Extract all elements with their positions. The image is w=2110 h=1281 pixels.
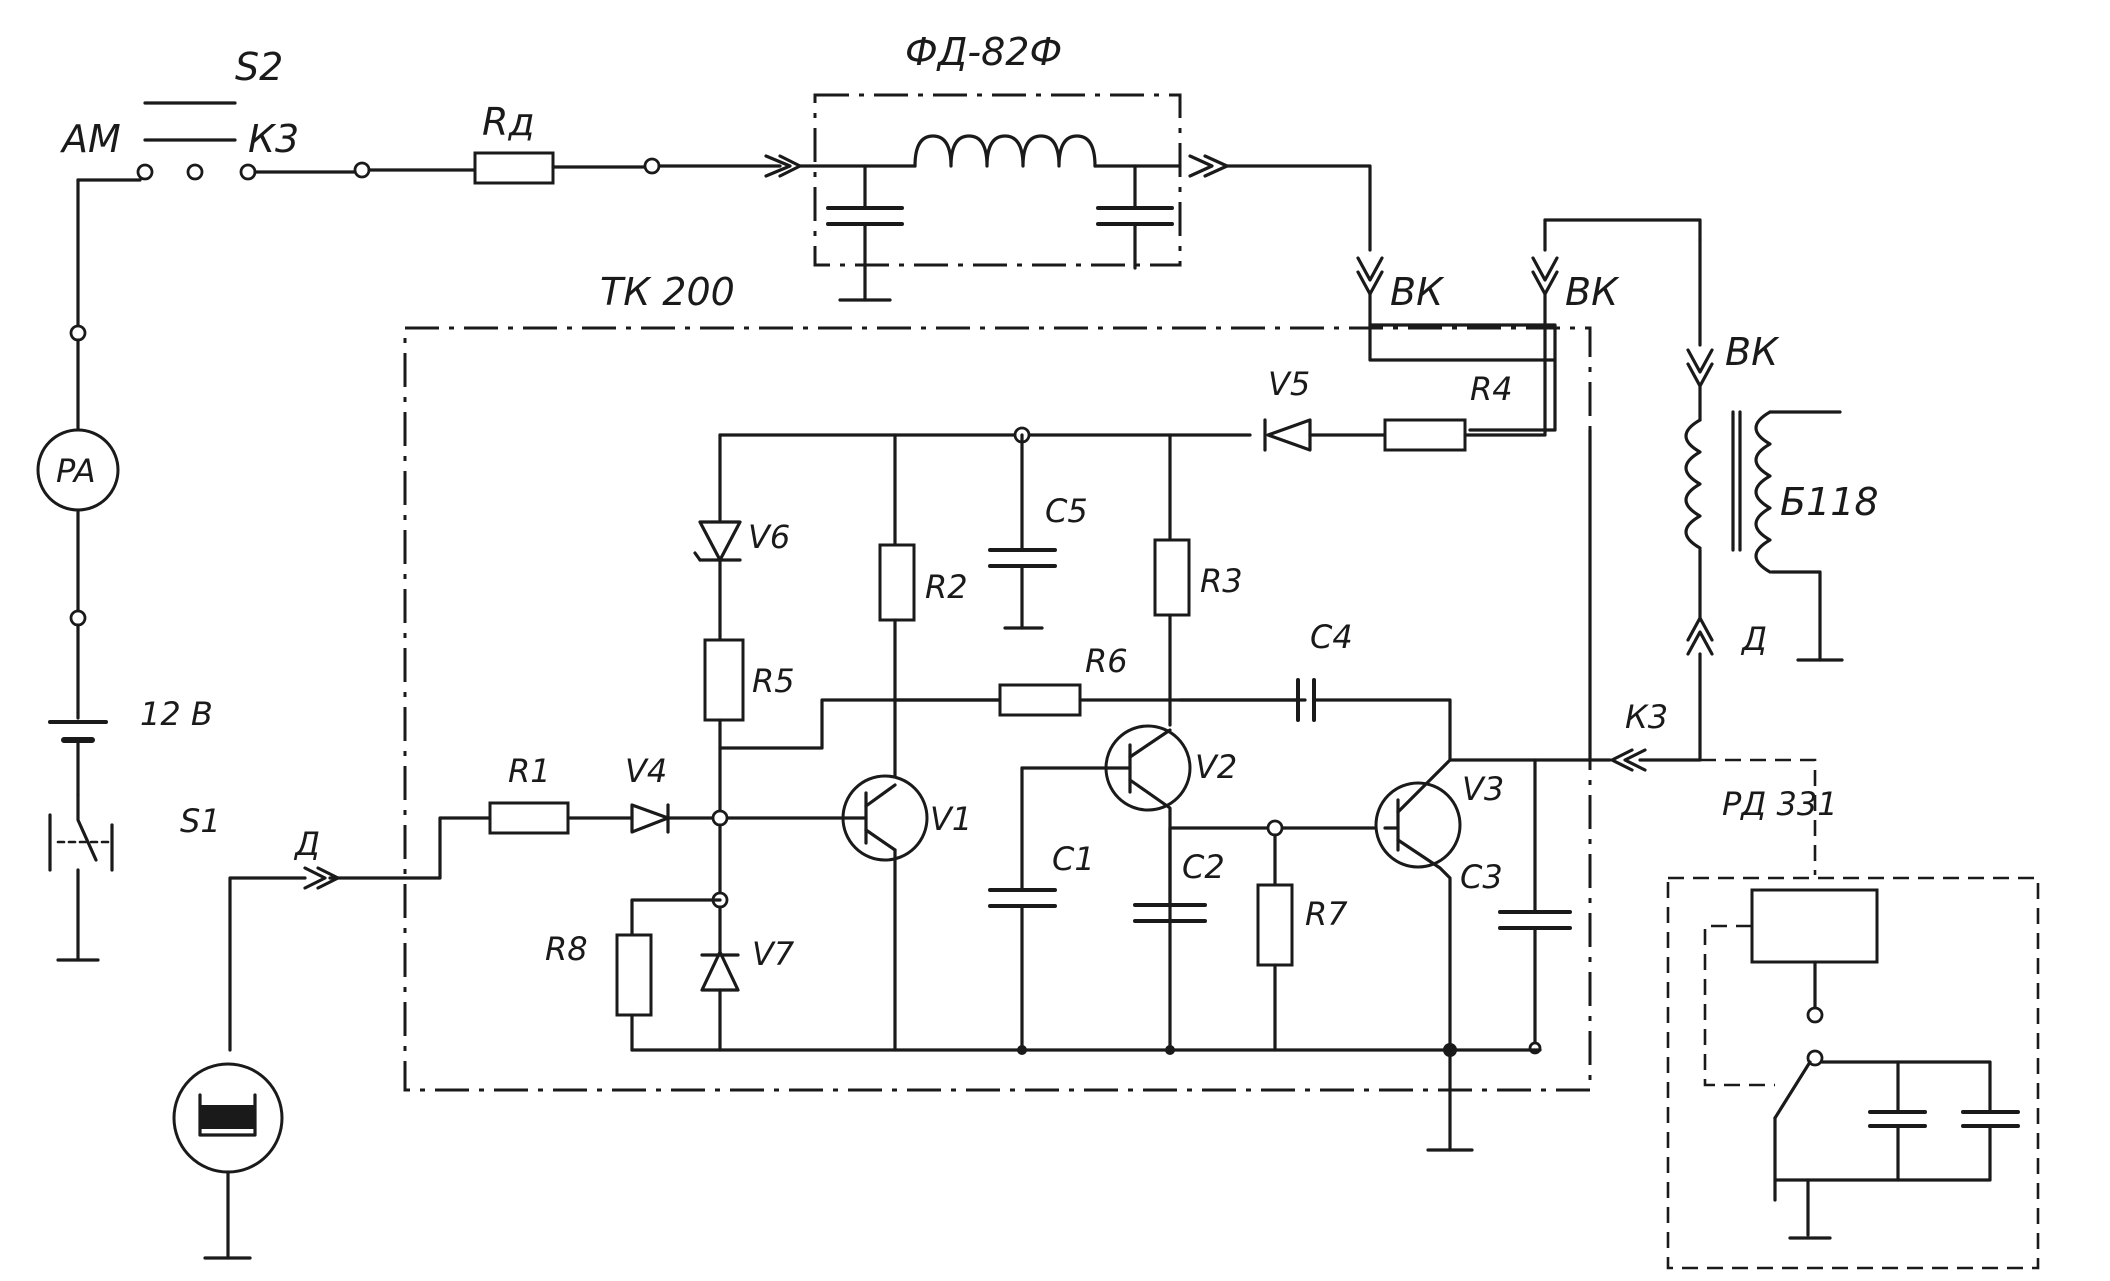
label-d-right: Д	[1740, 620, 1767, 658]
label-r6: R6	[1085, 642, 1128, 680]
label-c5: C5	[1045, 492, 1088, 530]
left-supply-chain	[36, 178, 120, 962]
label-v7: V7	[752, 935, 795, 973]
v6-r5-branch	[693, 433, 1002, 820]
label-v1: V1	[930, 800, 972, 838]
label-rd331: РД 331	[1722, 785, 1838, 823]
coil-bi18	[1610, 384, 1844, 772]
label-s2: S2	[235, 45, 283, 89]
lower-caps	[988, 819, 1387, 1052]
label-r3: R3	[1200, 562, 1243, 600]
capacitor-c4	[1178, 678, 1452, 762]
label-am: AM	[59, 117, 121, 161]
label-k3-mid: К3	[1625, 698, 1668, 736]
label-r7: R7	[1305, 895, 1348, 933]
vk-connectors	[1356, 218, 1714, 432]
label-v2: V2	[1195, 748, 1237, 786]
label-v5: V5	[1268, 365, 1310, 403]
capacitor-c5	[988, 433, 1057, 630]
label-r2: R2	[925, 568, 968, 606]
r3-v2-column	[1020, 433, 1307, 1052]
label-vk-3: ВК	[1725, 330, 1780, 374]
label-rd: Rд	[482, 100, 535, 144]
switch-s2	[76, 101, 477, 182]
label-pa: PA	[56, 452, 96, 490]
label-v3: V3	[1462, 770, 1504, 808]
label-k3-top: К3	[248, 117, 299, 161]
label-c4: C4	[1310, 618, 1353, 656]
sensor-d	[172, 866, 340, 1260]
label-s1: S1	[180, 802, 221, 840]
filter-fd82f	[798, 93, 1372, 302]
r2-v1-column	[718, 433, 1297, 1052]
input-network	[328, 801, 1542, 1152]
label-c1: C1	[1052, 840, 1095, 878]
label-d-left: Д	[293, 825, 320, 863]
label-v6: V6	[748, 518, 790, 556]
label-r1: R1	[508, 752, 551, 790]
relay-rd331	[1666, 758, 2040, 1270]
label-vk-1: ВК	[1390, 270, 1445, 314]
label-c3: C3	[1460, 858, 1503, 896]
label-c2: C2	[1182, 848, 1225, 886]
resistor-rd	[473, 151, 802, 185]
label-bi18: Б118	[1780, 480, 1879, 524]
label-vk-2: ВК	[1565, 270, 1620, 314]
label-r8: R8	[545, 930, 588, 968]
label-fd82f: ФД-82Ф	[905, 30, 1062, 74]
v3-c3	[1374, 428, 1612, 1055]
label-r4: R4	[1470, 370, 1513, 408]
text-labels: S2 AM К3 Rд ФД-82Ф ТК 200 ВК ВК ВК V5 R4…	[56, 30, 1879, 973]
top-rail	[718, 323, 1547, 452]
label-r5: R5	[752, 662, 795, 700]
label-12v: 12 B	[140, 695, 213, 733]
label-tk200: ТК 200	[600, 270, 735, 314]
label-v4: V4	[625, 752, 667, 790]
